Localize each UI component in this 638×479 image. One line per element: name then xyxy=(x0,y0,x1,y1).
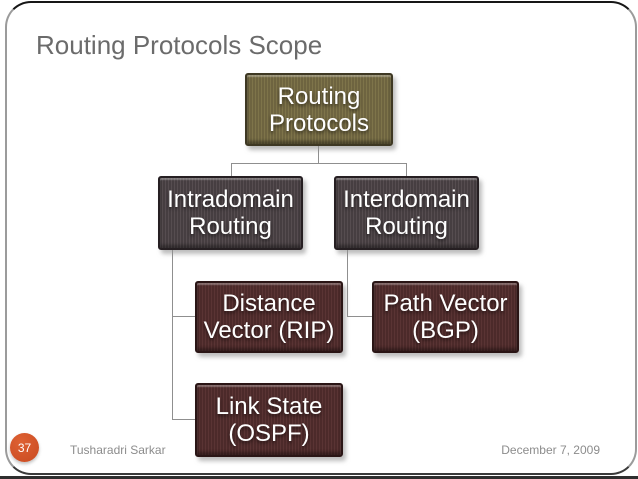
page-number: 37 xyxy=(17,440,32,455)
connector-root-stub xyxy=(318,146,319,163)
node-interdomain-routing: Interdomain Routing xyxy=(334,176,479,250)
page-title: Routing Protocols Scope xyxy=(36,30,323,60)
node-intradomain-routing: Intradomain Routing xyxy=(158,176,303,250)
node-distance-vector-rip: Distance Vector (RIP) xyxy=(195,281,343,353)
connector-interdomain-children xyxy=(347,250,348,316)
connector-top-horizontal xyxy=(231,163,407,164)
bottom-edge-bar xyxy=(0,476,638,479)
node-label: Link State (OSPF) xyxy=(215,393,323,447)
node-link-state-ospf: Link State (OSPF) xyxy=(195,383,343,457)
connector-to-path-vector xyxy=(347,316,372,317)
connector-intradomain-children xyxy=(172,250,173,420)
page-number-badge: 37 xyxy=(10,433,39,462)
connector-to-link-state xyxy=(172,419,195,420)
connector-drop-interdomain xyxy=(406,163,407,177)
node-label: Interdomain Routing xyxy=(343,186,470,240)
node-label: Path Vector (BGP) xyxy=(383,290,508,344)
connector-drop-intradomain xyxy=(231,163,232,177)
author-text: Tusharadri Sarkar xyxy=(70,443,166,457)
node-label: Intradomain Routing xyxy=(167,186,294,240)
node-path-vector-bgp: Path Vector (BGP) xyxy=(372,281,519,353)
date-text: December 7, 2009 xyxy=(501,443,600,457)
connector-to-distance-vector xyxy=(172,316,195,317)
node-label: Distance Vector (RIP) xyxy=(203,290,335,344)
node-routing-protocols: Routing Protocols xyxy=(245,73,393,146)
node-label: Routing Protocols xyxy=(268,82,370,137)
